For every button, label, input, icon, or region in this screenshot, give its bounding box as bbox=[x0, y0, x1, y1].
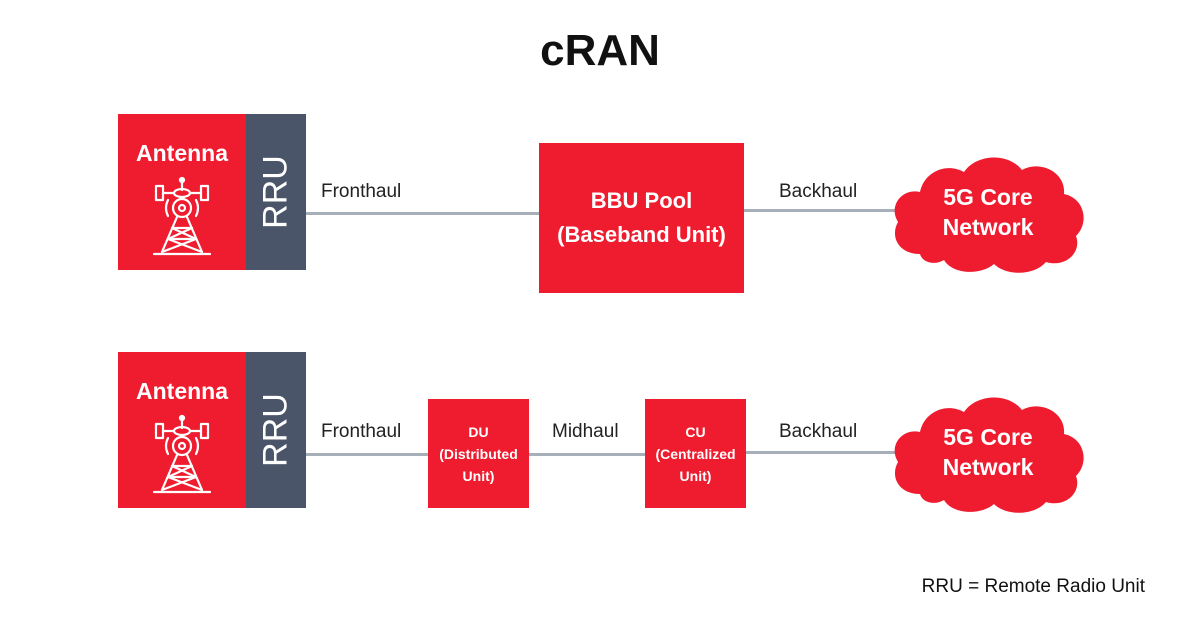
rru-block-row1: RRU bbox=[246, 114, 306, 270]
cell-tower-icon bbox=[152, 414, 212, 494]
du-title: DU bbox=[468, 423, 489, 440]
midhaul-label: Midhaul bbox=[552, 421, 619, 442]
backhaul-link-row2 bbox=[746, 451, 900, 454]
cu-title: CU bbox=[685, 423, 706, 440]
core-subtitle: Network bbox=[942, 454, 1034, 480]
page-title: cRAN bbox=[540, 26, 660, 75]
du-subtitle-line2: Unit) bbox=[462, 467, 495, 484]
rru-block-row2: RRU bbox=[246, 352, 306, 508]
core-network-cloud-row1: 5G Core Network bbox=[890, 150, 1086, 274]
rru-label: RRU bbox=[256, 393, 295, 467]
midhaul-link bbox=[529, 453, 645, 456]
fronthaul-label: Fronthaul bbox=[321, 421, 402, 442]
bbu-pool-block: BBU Pool (Baseband Unit) bbox=[539, 143, 744, 293]
fronthaul-link-row2 bbox=[306, 453, 429, 456]
cu-block: CU (Centralized Unit) bbox=[645, 399, 746, 508]
antenna-label: Antenna bbox=[136, 140, 228, 166]
antenna-label: Antenna bbox=[136, 378, 228, 404]
legend-footnote: RRU = Remote Radio Unit bbox=[921, 576, 1145, 597]
backhaul-label: Backhaul bbox=[779, 421, 858, 442]
antenna-block-row2: Antenna bbox=[118, 352, 246, 508]
du-block: DU (Distributed Unit) bbox=[428, 399, 529, 508]
du-subtitle-line1: (Distributed bbox=[439, 445, 518, 462]
rru-label: RRU bbox=[256, 155, 295, 229]
cu-subtitle-line1: (Centralized bbox=[655, 445, 736, 462]
core-title: 5G Core bbox=[943, 184, 1033, 210]
cell-tower-icon bbox=[152, 176, 212, 256]
fronthaul-link-row1 bbox=[306, 212, 540, 215]
core-title: 5G Core bbox=[943, 424, 1033, 450]
bbu-title: BBU Pool bbox=[590, 188, 693, 213]
fronthaul-label: Fronthaul bbox=[321, 181, 402, 202]
backhaul-link-row1 bbox=[744, 209, 900, 212]
core-network-cloud-row2: 5G Core Network bbox=[890, 390, 1086, 514]
antenna-block-row1: Antenna bbox=[118, 114, 246, 270]
core-subtitle: Network bbox=[942, 214, 1034, 240]
backhaul-label: Backhaul bbox=[779, 181, 858, 202]
bbu-subtitle: (Baseband Unit) bbox=[557, 222, 726, 247]
cu-subtitle-line2: Unit) bbox=[679, 467, 712, 484]
